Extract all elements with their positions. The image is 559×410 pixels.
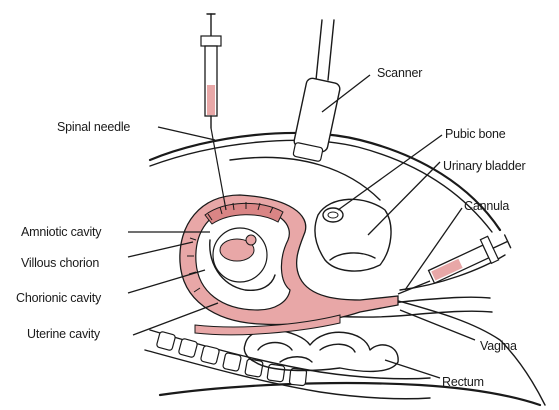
spine <box>145 330 430 399</box>
label-spinal-needle: Spinal needle <box>57 120 130 134</box>
label-cannula: Cannula <box>464 199 509 213</box>
label-scanner: Scanner <box>377 66 422 80</box>
label-urinary-bladder: Urinary bladder <box>443 159 525 173</box>
label-villous-chorion: Villous chorion <box>21 256 99 270</box>
label-amniotic-cavity: Amniotic cavity <box>21 225 102 239</box>
spinal-needle-syringe <box>201 14 226 210</box>
rectum <box>244 330 398 372</box>
uterus <box>180 195 398 335</box>
ultrasound-scanner <box>293 20 341 162</box>
label-chorionic-cavity: Chorionic cavity <box>16 291 102 305</box>
label-rectum: Rectum <box>442 375 484 389</box>
label-pubic-bone: Pubic bone <box>445 127 506 141</box>
label-vagina: Vagina <box>480 339 517 353</box>
pubic-bone <box>323 208 343 222</box>
cannula-syringe <box>398 230 513 294</box>
label-uterine-cavity: Uterine cavity <box>27 327 101 341</box>
